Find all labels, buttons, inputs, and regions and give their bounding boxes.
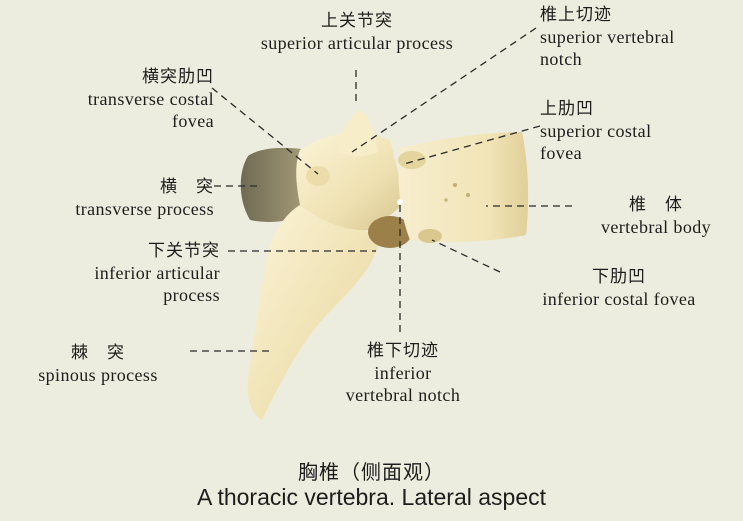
notch-marker <box>397 199 403 205</box>
figure-caption-zh: 胸椎（侧面观） <box>298 460 445 484</box>
label-transverse-costal-fovea: 横突肋凹 transverse costal fovea <box>20 66 214 132</box>
figure-caption-en: A thoracic vertebra. Lateral aspect <box>196 484 547 510</box>
nutrient-foramen-dot <box>444 198 448 202</box>
label-zh: 下关节突 <box>148 241 220 261</box>
spinous-process-shape <box>247 205 378 420</box>
label-zh: 上肋凹 <box>540 99 594 119</box>
label-en: vertebral body <box>600 217 712 237</box>
label-en-line2: fovea <box>540 143 582 163</box>
label-superior-costal-fovea: 上肋凹 superior costal fovea <box>540 98 740 164</box>
superior-articular-process-shape <box>336 110 378 157</box>
nutrient-foramen-dot <box>466 193 470 197</box>
leader-superior-notch <box>351 27 537 153</box>
label-en: inferior costal fovea <box>542 289 696 309</box>
label-en-line2: fovea <box>172 111 214 131</box>
label-en-line1: inferior articular <box>94 263 220 283</box>
inferior-articular-facet-shape <box>368 216 412 248</box>
transverse-costal-fovea-shape <box>306 166 330 186</box>
label-en: transverse process <box>75 199 214 219</box>
label-vertebral-body: 椎 体 vertebral body <box>576 194 736 238</box>
label-transverse-process: 横 突 transverse process <box>10 176 214 220</box>
label-superior-vertebral-notch: 椎上切迹 superior vertebral notch <box>540 4 740 70</box>
label-en-line1: superior vertebral <box>540 27 675 47</box>
inferior-costal-fovea-shape <box>418 229 442 243</box>
label-spinous-process: 棘 突 spinous process <box>8 342 188 386</box>
label-en: superior articular process <box>260 33 454 53</box>
leader-lines <box>190 27 572 352</box>
label-zh: 棘 突 <box>71 343 125 363</box>
label-en: spinous process <box>38 365 158 385</box>
label-zh: 横 突 <box>160 177 214 197</box>
label-superior-articular-process: 上关节突 superior articular process <box>206 10 508 54</box>
label-zh: 椎上切迹 <box>540 5 612 25</box>
label-en-line2: process <box>163 285 220 305</box>
label-en-line1: superior costal <box>540 121 652 141</box>
label-en-line1: inferior <box>374 363 432 383</box>
label-zh: 椎下切迹 <box>367 341 439 361</box>
label-zh: 下肋凹 <box>592 267 646 287</box>
label-inferior-vertebral-notch: 椎下切迹 inferior vertebral notch <box>320 340 486 406</box>
superior-costal-fovea-shape <box>398 151 426 169</box>
lamina-shape <box>296 132 405 231</box>
label-zh: 上关节突 <box>321 11 393 31</box>
label-en-line2: notch <box>540 49 582 69</box>
leader-inferior-costal-fovea <box>431 239 501 273</box>
label-en-line2: vertebral notch <box>345 385 461 405</box>
label-inferior-costal-fovea: 下肋凹 inferior costal fovea <box>506 266 732 310</box>
label-en-line1: transverse costal <box>87 89 214 109</box>
label-inferior-articular-process: 下关节突 inferior articular process <box>16 240 220 306</box>
vertebral-body-shape <box>398 132 529 243</box>
label-zh: 椎 体 <box>629 195 683 215</box>
leader-transverse-costal-fovea <box>211 87 319 175</box>
nutrient-foramen-dot <box>453 183 457 187</box>
label-zh: 横突肋凹 <box>142 67 214 87</box>
